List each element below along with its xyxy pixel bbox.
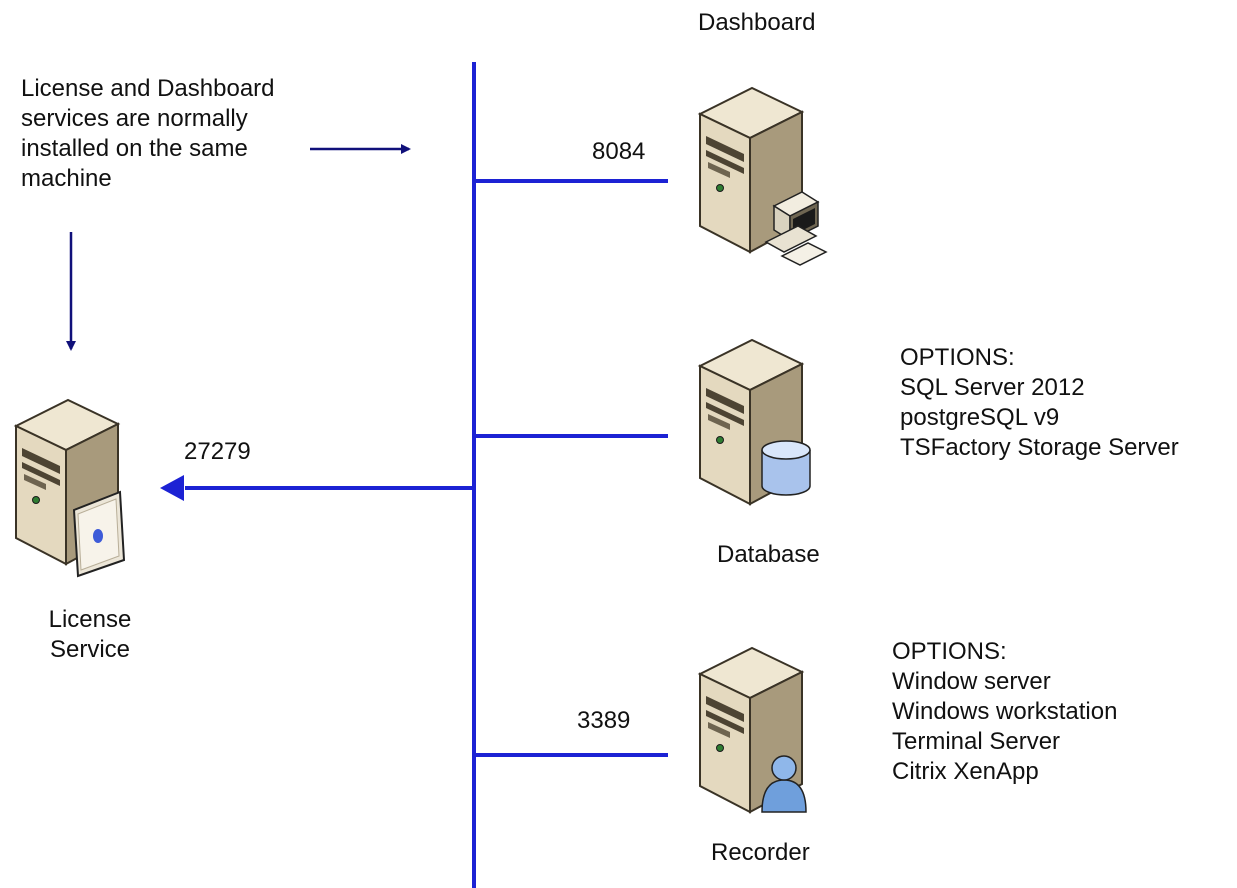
server-with-workstation-icon	[697, 86, 828, 266]
recorder-option: OPTIONS:	[892, 638, 1007, 665]
server-with-user-icon	[697, 646, 807, 814]
server-with-database-icon	[697, 338, 811, 506]
dashboard-port: 8084	[592, 138, 646, 165]
note-line: installed on the same	[21, 135, 248, 162]
recorder-option: Citrix XenApp	[892, 758, 1039, 785]
database-option: postgreSQL v9	[900, 404, 1060, 431]
recorder-option: Windows workstation	[892, 698, 1118, 725]
dashboard-label: Dashboard	[698, 9, 816, 36]
server-with-certificate-icon	[13, 398, 126, 578]
database-option: OPTIONS:	[900, 344, 1015, 371]
recorder-option: Window server	[892, 668, 1051, 695]
recorder-port: 3389	[577, 707, 631, 734]
installation-note: License and Dashboard services are norma…	[21, 74, 275, 194]
database-options: OPTIONS: SQL Server 2012 postgreSQL v9 T…	[900, 343, 1179, 463]
license-label-line: Service	[49, 636, 131, 663]
note-line: License and Dashboard	[21, 75, 275, 102]
database-label: Database	[717, 541, 820, 568]
database-option: SQL Server 2012	[900, 374, 1085, 401]
license-port: 27279	[184, 438, 251, 465]
note-line: services are normally	[21, 105, 248, 132]
note-line: machine	[21, 165, 112, 192]
license-label-line: License	[48, 606, 132, 633]
recorder-label: Recorder	[711, 839, 810, 866]
license-arrowhead	[160, 475, 184, 501]
license-service-label: License Service	[40, 605, 140, 665]
recorder-option: Terminal Server	[892, 728, 1061, 755]
database-option: TSFactory Storage Server	[900, 434, 1179, 461]
recorder-options: OPTIONS: Window server Windows workstati…	[892, 637, 1117, 787]
